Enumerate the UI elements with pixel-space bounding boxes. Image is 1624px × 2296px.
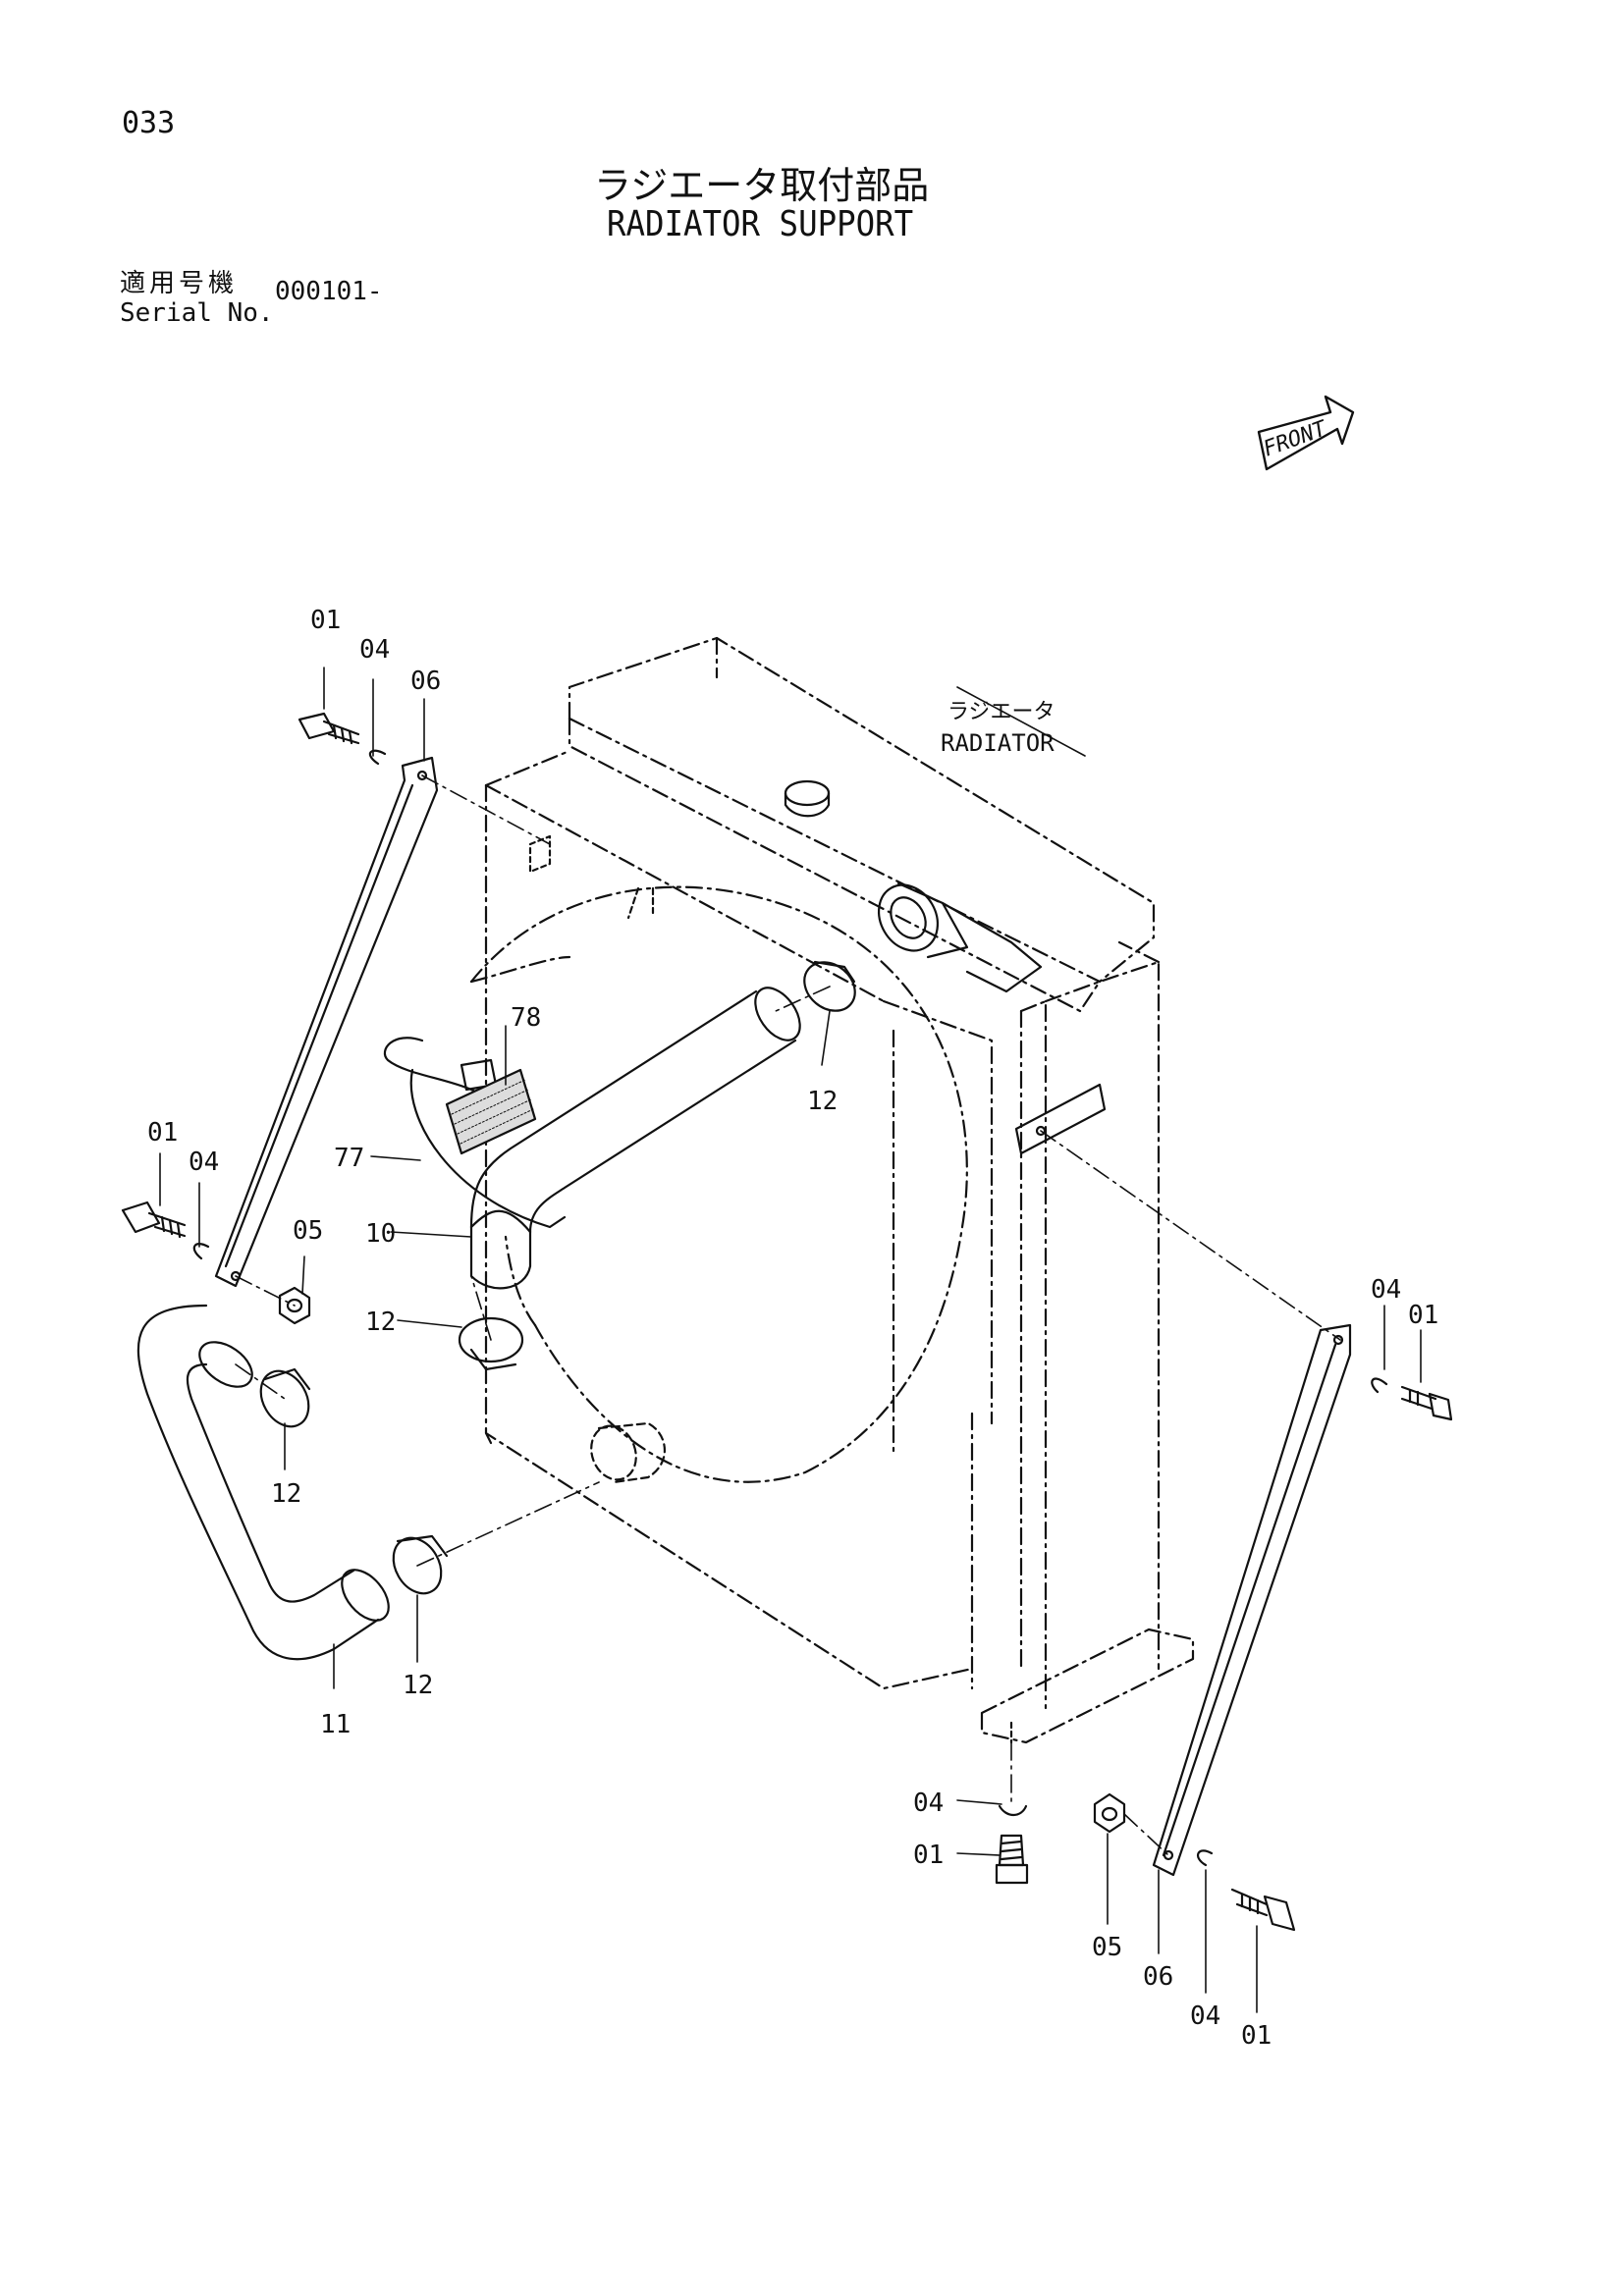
callout-06: 06 xyxy=(410,667,441,696)
callout-78: 78 xyxy=(511,1003,541,1033)
callout-01: 01 xyxy=(310,606,341,635)
callout-06: 06 xyxy=(1143,1962,1173,1992)
bolt-icon xyxy=(121,1201,187,1239)
hose-clamp-icon xyxy=(392,1534,449,1595)
left-stay-bracket xyxy=(214,756,439,1288)
callout-10: 10 xyxy=(365,1219,396,1249)
callout-04: 04 xyxy=(1190,2002,1220,2031)
bolt-icon xyxy=(1230,1888,1296,1932)
serial-label-english: Serial No. xyxy=(120,298,274,328)
callout-04: 04 xyxy=(359,635,390,665)
lock-washer-icon xyxy=(368,749,387,766)
radiator-cap-icon xyxy=(784,779,831,818)
callout-04: 04 xyxy=(189,1148,219,1177)
hose-clamp-icon xyxy=(458,1316,524,1371)
nut-icon xyxy=(278,1286,311,1325)
page-number: 033 xyxy=(122,106,176,140)
lower-radiator-hose xyxy=(136,1304,390,1661)
callout-77: 77 xyxy=(334,1144,364,1173)
lower-inlet-pipe xyxy=(590,1421,666,1484)
radiator-body xyxy=(469,636,1195,1744)
callout-04: 04 xyxy=(1371,1275,1401,1305)
insulator-pad xyxy=(445,1068,537,1155)
callout-12: 12 xyxy=(403,1671,433,1700)
callout-12: 12 xyxy=(365,1308,396,1337)
callout-04: 04 xyxy=(913,1789,944,1818)
callout-01: 01 xyxy=(1408,1301,1438,1330)
assembly-centerlines xyxy=(235,774,1341,1856)
callout-01: 01 xyxy=(913,1841,944,1870)
bolt-icon xyxy=(1400,1385,1453,1421)
bolt-icon xyxy=(298,712,360,745)
serial-number-value: 000101- xyxy=(275,277,383,306)
upper-radiator-hose xyxy=(469,987,801,1290)
callout-11: 11 xyxy=(320,1710,351,1739)
title-english: RADIATOR SUPPORT xyxy=(607,204,914,244)
bolt-icon xyxy=(995,1834,1029,1885)
title-japanese: ラジエータ取付部品 xyxy=(594,164,930,207)
lock-washer-icon xyxy=(192,1243,210,1260)
callout-leaders xyxy=(159,667,1422,2013)
callout-12: 12 xyxy=(271,1479,301,1509)
serial-label-japanese: 適用号機 xyxy=(120,269,239,298)
hose-clamp-icon xyxy=(803,960,856,1012)
nut-icon xyxy=(1093,1792,1126,1834)
callout-05: 05 xyxy=(1092,1933,1122,1962)
radiator-label-japanese: ラジエータ xyxy=(947,700,1056,724)
lock-washer-icon xyxy=(1196,1849,1214,1867)
lock-washer-icon xyxy=(1371,1377,1388,1394)
hose-clamp-icon xyxy=(259,1367,311,1428)
callout-05: 05 xyxy=(293,1216,323,1246)
radiator-label-english: RADIATOR xyxy=(941,729,1055,757)
callout-12: 12 xyxy=(807,1087,838,1116)
callout-01: 01 xyxy=(1241,2021,1272,2051)
front-arrow-icon: FRONT xyxy=(1257,395,1355,471)
upper-outlet-pipe xyxy=(877,881,1043,993)
radiator-name-plate xyxy=(1014,1083,1107,1155)
right-stay-bracket xyxy=(1152,1323,1352,1877)
callout-01: 01 xyxy=(147,1118,178,1148)
lock-washer-icon xyxy=(998,1804,1028,1817)
